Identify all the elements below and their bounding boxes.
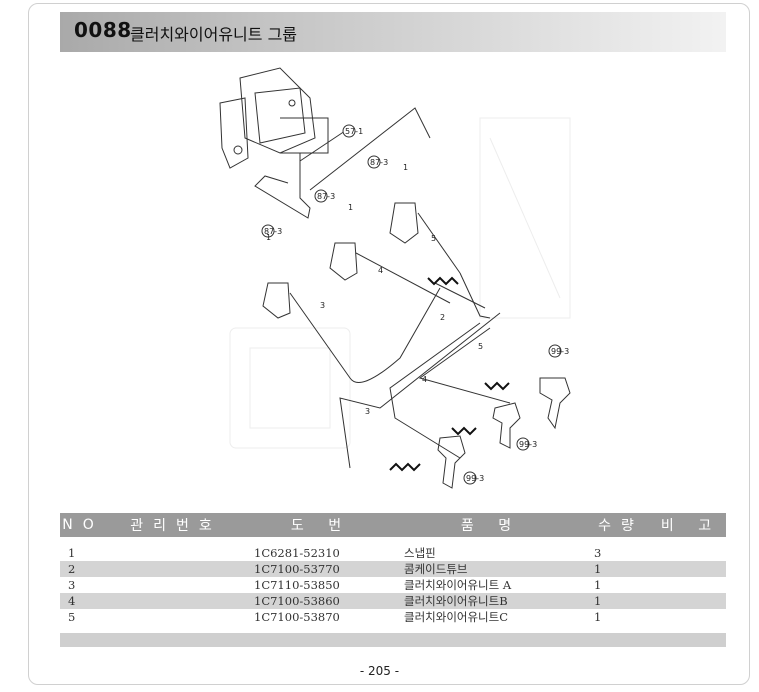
cell-no: 5 [68, 610, 76, 624]
svg-text:87-3: 87-3 [317, 192, 335, 201]
svg-text:1: 1 [403, 163, 408, 172]
header-part-no: 도 번 [246, 513, 396, 537]
cell-qty: 3 [594, 546, 602, 560]
svg-text:4: 4 [378, 266, 383, 275]
table-spacer [60, 625, 726, 633]
svg-text:99-3: 99-3 [466, 474, 484, 483]
cell-remark [656, 609, 726, 625]
parts-diagram: 57-1 87-3 87-3 87-3 99-3 99-3 99 [219, 67, 571, 489]
header-qty: 수량 [586, 513, 656, 537]
svg-text:5: 5 [431, 234, 436, 243]
diagram-callouts: 87-3 87-3 87-3 99-3 99-3 99-3 1 1 1 2 3 … [261, 155, 569, 485]
group-title: 클러치와이어유니트 그룹 [130, 25, 298, 44]
table-row: 4 1C7100-53860 클러치와이어유니트B 1 [60, 593, 726, 609]
cell-mgmt [106, 545, 246, 561]
svg-text:99-3: 99-3 [519, 440, 537, 449]
cell-part: 1C7100-53770 [246, 561, 396, 577]
cell-remark [656, 577, 726, 593]
guide-line [309, 107, 431, 191]
cable-assemblies [262, 202, 511, 469]
pedal-bracket [219, 67, 329, 219]
svg-text:1: 1 [266, 233, 271, 242]
cell-remark [656, 593, 726, 609]
svg-text:87-3: 87-3 [370, 158, 388, 167]
cell-no: 2 [60, 561, 106, 577]
release-levers [437, 377, 571, 489]
title-bar [60, 12, 726, 52]
header-part-name: 품 명 [396, 513, 586, 537]
cell-mgmt [106, 609, 246, 625]
table-spacer [60, 537, 726, 545]
cell-qty: 1 [594, 578, 602, 592]
svg-text:1: 1 [348, 203, 353, 212]
cell-name: 콤케이드튜브 [396, 561, 586, 577]
svg-text:2: 2 [440, 313, 445, 322]
table-row: 1 1C6281-52310 스냅핀 3 [60, 545, 726, 561]
springs [389, 276, 510, 472]
table-row: 3 1C7110-53850 클러치와이어유니트 A 1 [60, 577, 726, 593]
cell-name: 클러치와이어유니트B [396, 593, 586, 609]
table-row: 2 1C7100-53770 콤케이드튜브 1 [60, 561, 726, 577]
header-mgmt-no: 관리번호 [106, 513, 246, 537]
cell-part: 1C7100-53860 [246, 593, 396, 609]
svg-text:99-3: 99-3 [551, 347, 569, 356]
cell-no: 3 [68, 578, 76, 592]
page-number: - 205 - [359, 664, 400, 678]
group-code: 0088 [74, 18, 132, 42]
cell-remark [656, 545, 726, 561]
cell-part: 1C6281-52310 [254, 546, 340, 560]
cell-mgmt [106, 561, 246, 577]
svg-text:4: 4 [422, 375, 427, 384]
table-footer-band [60, 633, 726, 647]
cell-name: 클러치와이어유니트 A [404, 578, 512, 592]
leader-57 [299, 130, 346, 162]
svg-text:3: 3 [365, 407, 370, 416]
cell-qty: 1 [586, 593, 656, 609]
table-header: NO 관리번호 도 번 품 명 수량 비 고 [60, 513, 726, 537]
cell-mgmt [106, 593, 246, 609]
cell-no: 4 [60, 593, 106, 609]
callout-57-label: 57-1 [345, 127, 363, 136]
cell-part: 1C7110-53850 [254, 578, 340, 592]
cell-no: 1 [68, 546, 76, 560]
svg-text:87-3: 87-3 [264, 227, 282, 236]
cell-qty: 1 [594, 610, 602, 624]
callout-57 [342, 124, 356, 138]
parts-table: NO 관리번호 도 번 품 명 수량 비 고 1 1C6281-52310 스냅… [60, 513, 726, 647]
cell-mgmt [106, 577, 246, 593]
header-no: NO [60, 513, 106, 537]
cell-part: 1C7100-53870 [254, 610, 340, 624]
svg-text:5: 5 [478, 342, 483, 351]
cell-remark [656, 561, 726, 577]
cell-qty: 1 [586, 561, 656, 577]
table-row: 5 1C7100-53870 클러치와이어유니트C 1 [60, 609, 726, 625]
svg-text:3: 3 [320, 301, 325, 310]
cell-name: 스냅핀 [404, 546, 436, 560]
background-ghost [229, 117, 571, 449]
cell-name: 클러치와이어유니트C [404, 610, 509, 624]
header-remark: 비 고 [656, 513, 726, 537]
